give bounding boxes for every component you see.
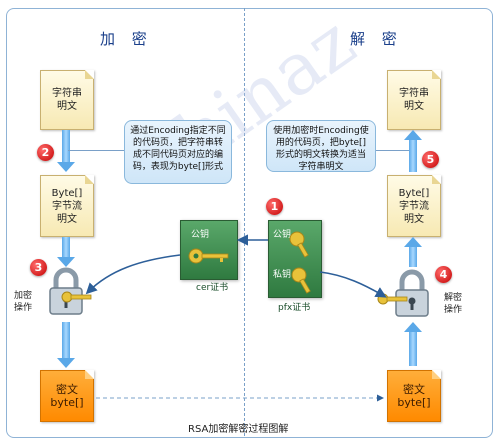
left-arrow-2 (62, 237, 70, 259)
doc-line: 明文 (57, 101, 77, 112)
step-4-badge: 4 (435, 266, 452, 283)
doc-line: Byte[] (398, 187, 430, 199)
step-5-badge: 5 (422, 151, 439, 168)
cer-certificate: 公钥 (180, 220, 238, 280)
encrypt-title: 加 密 (100, 30, 153, 48)
cer-cert-label: cer证书 (196, 283, 229, 293)
doc-line: 明文 (57, 213, 77, 225)
doc-line: 密文 (403, 383, 425, 396)
right-callout-pointer (376, 150, 409, 151)
left-arrow-3-head (57, 358, 75, 368)
right-lock-label: 解密 操作 (444, 292, 462, 316)
left-gold-key-icon (61, 291, 92, 303)
doc-line: 明文 (404, 101, 424, 112)
right-cipher-doc: 密文 byte[] (387, 370, 441, 422)
cer-key-label: 公钥 (191, 230, 210, 240)
doc-line: 明文 (404, 213, 424, 225)
doc-line: 字符串 (399, 88, 429, 99)
right-arrow-3 (409, 332, 417, 366)
right-arrow-2 (409, 247, 417, 267)
left-lock-label: 加密 操作 (14, 290, 32, 314)
left-callout-pointer (68, 150, 124, 151)
left-callout: 通过Encoding指定不同的代码页，把字符串转成不同代码页对应的编码，表现为b… (124, 120, 232, 184)
pfx-public-key-icon (289, 231, 309, 258)
label-line: 操作 (444, 305, 463, 315)
step-3-badge: 3 (30, 259, 47, 276)
cer-key-icon (188, 248, 229, 264)
doc-line: byte[] (397, 396, 431, 409)
right-lock-icon (395, 269, 429, 317)
doc-line: 字节流 (52, 200, 82, 212)
left-arrow-2-head (57, 257, 75, 267)
step-1-badge: 1 (266, 198, 283, 215)
left-plaintext-doc: 字符串 明文 (40, 70, 94, 130)
doc-line: 字符串 (52, 88, 82, 99)
decrypt-title: 解 密 (350, 30, 403, 48)
doc-line: 字节流 (399, 200, 429, 212)
pfx-public-label: 公钥 (273, 230, 292, 240)
right-arrow-1 (409, 140, 417, 172)
right-arrow-1-head (404, 130, 422, 140)
pfx-cert-label: pfx证书 (278, 303, 311, 313)
pfx-certificate: 公钥 私钥 (268, 220, 322, 298)
left-arrow-1-head (57, 162, 75, 172)
doc-line: byte[] (50, 396, 84, 409)
label-line: 解密 (444, 293, 463, 303)
label-line: 加密 (14, 291, 33, 301)
right-callout: 使用加密时Encoding使用的代码页，把byte[]形式的明文转换为适当字符串… (266, 120, 376, 172)
pfx-private-key-icon (291, 267, 311, 294)
step-2-badge: 2 (37, 144, 54, 161)
right-bytes-doc: Byte[] 字节流 明文 (387, 175, 441, 237)
right-arrow-3-head (404, 322, 422, 332)
label-line: 操作 (14, 303, 33, 313)
right-arrow-2-head (404, 237, 422, 247)
doc-line: 密文 (56, 383, 78, 396)
right-plaintext-doc: 字符串 明文 (387, 70, 441, 130)
diagram-caption: RSA加密解密过程图解 (188, 424, 289, 435)
left-bytes-doc: Byte[] 字节流 明文 (40, 175, 94, 237)
pfx-private-label: 私钥 (273, 270, 292, 280)
doc-line: Byte[] (51, 187, 83, 199)
center-divider (244, 8, 245, 436)
left-arrow-1 (62, 130, 70, 164)
left-cipher-doc: 密文 byte[] (40, 370, 94, 422)
left-arrow-3 (62, 322, 70, 360)
